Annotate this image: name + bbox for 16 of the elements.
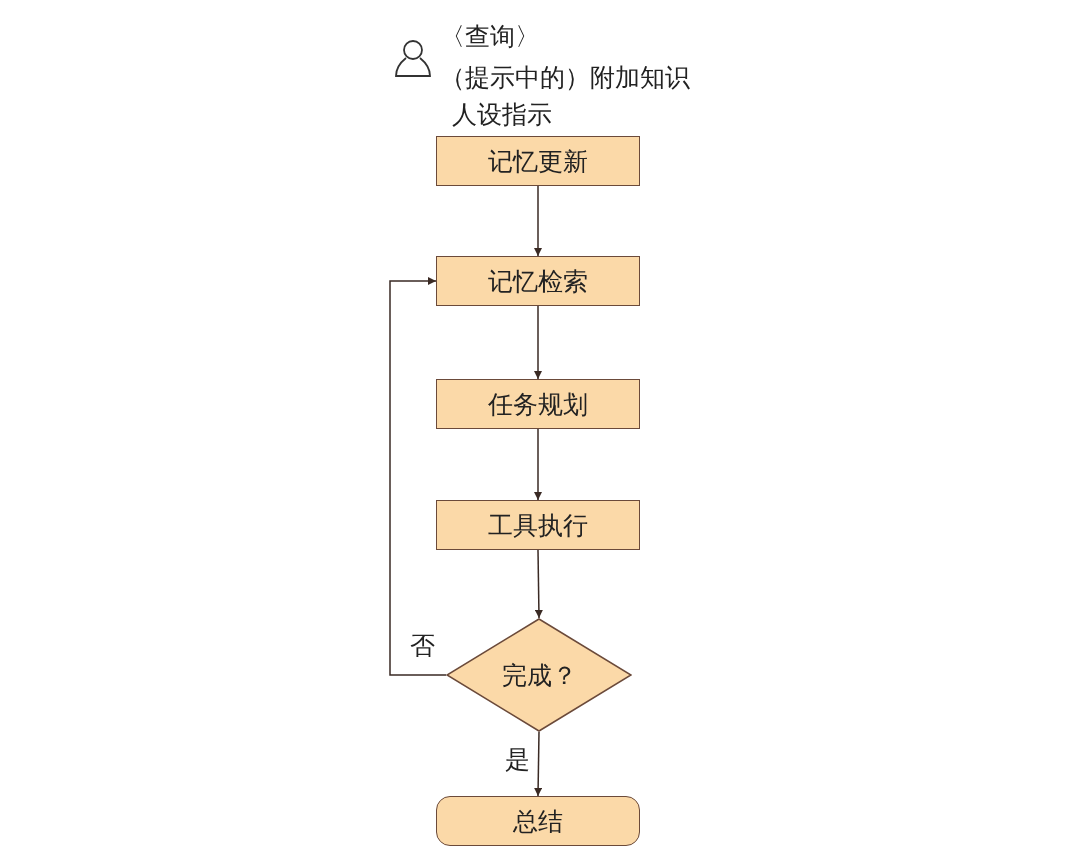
- terminal-box: 总结: [436, 796, 640, 846]
- arrow: [534, 185, 542, 257]
- process-box: 工具执行: [436, 500, 640, 550]
- process-box: 任务规划: [436, 379, 640, 429]
- decision-diamond: 完成？: [446, 618, 632, 732]
- edge-label: 是: [505, 747, 530, 772]
- arrow: [534, 549, 543, 619]
- input-label: 〈查询〉: [440, 24, 540, 49]
- arrow: [534, 731, 543, 797]
- process-box: 记忆检索: [436, 256, 640, 306]
- input-label: （提示中的）附加知识: [440, 65, 690, 90]
- edge-label: 否: [410, 633, 435, 658]
- arrow: [389, 277, 447, 676]
- arrow: [534, 428, 542, 501]
- process-box: 记忆更新: [436, 136, 640, 186]
- arrow: [534, 305, 542, 380]
